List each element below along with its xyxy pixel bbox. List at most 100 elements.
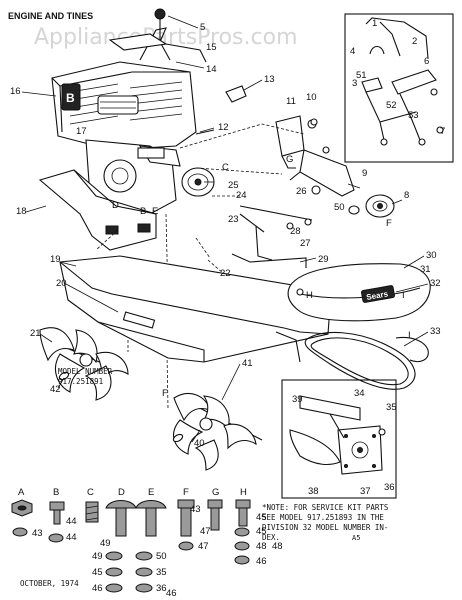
callout-2: 2 <box>412 36 417 47</box>
letter-tag: F <box>386 218 392 229</box>
callout-5: 5 <box>200 22 205 33</box>
drive-belts <box>304 331 429 390</box>
letter-tag: B <box>140 206 146 217</box>
leader-lines <box>21 15 429 443</box>
callout-43: 43 <box>190 504 201 515</box>
callout-27: 27 <box>300 238 311 249</box>
callout-3: 3 <box>352 78 357 89</box>
model-number-label: MODEL NUMBER <box>58 367 113 376</box>
callout-36: 36 <box>384 482 395 493</box>
callout-12: 12 <box>218 122 229 133</box>
hw-letter-g: G <box>212 487 219 498</box>
letter-tag: C <box>222 162 229 173</box>
callout-28: 28 <box>290 226 301 237</box>
tine-set-left <box>39 327 129 401</box>
note-line-3: DIVISION 32 MODEL NUMBER IN- <box>262 523 388 532</box>
note-suffix: A5 <box>352 534 360 542</box>
hw-letter-e: E <box>148 487 154 498</box>
callout-29: 29 <box>318 254 329 265</box>
callout-45: 45 <box>256 512 267 523</box>
callout-16: 16 <box>10 86 21 97</box>
callout-13: 13 <box>264 74 275 85</box>
tine-shield <box>59 255 331 363</box>
belt-guard: Sears <box>287 263 431 322</box>
callout-31: 31 <box>420 264 431 275</box>
inset-hub <box>281 379 397 499</box>
callout-49: 49 <box>100 538 111 549</box>
callout-6: 6 <box>424 56 429 67</box>
letter-tag: H <box>306 290 313 301</box>
letter-tag: I <box>402 290 405 301</box>
callout-34: 34 <box>354 388 365 399</box>
shield-badge: Sears <box>366 289 390 302</box>
callout-26: 26 <box>296 186 307 197</box>
callout-21: 21 <box>30 328 41 339</box>
callout-39: 39 <box>292 394 303 405</box>
hw-callout: 46 <box>92 583 103 594</box>
hw-callout: 36 <box>156 583 167 594</box>
engine-badge: B <box>66 91 75 105</box>
callout-24: 24 <box>236 190 247 201</box>
inset-linkage <box>344 13 454 163</box>
callout-4: 4 <box>350 46 355 57</box>
clip-13 <box>225 85 247 103</box>
letter-tag: E <box>152 206 158 217</box>
engine-assembly: B <box>51 8 207 215</box>
clip-42-b <box>172 433 184 443</box>
callout-48: 48 <box>272 541 283 552</box>
callout-38: 38 <box>308 486 319 497</box>
callout-20: 20 <box>56 278 67 289</box>
callout-47: 47 <box>200 526 211 537</box>
hw-letter-f: F <box>183 487 189 498</box>
letter-tag: D <box>112 200 119 211</box>
letter-tag: F <box>162 388 168 399</box>
callout-44: 44 <box>66 516 77 527</box>
engine-mount <box>38 169 157 251</box>
diagram-date: OCTOBER, 1974 <box>20 579 79 588</box>
callout-52: 52 <box>386 100 397 111</box>
note-line-2: SEE MODEL 917.251893 IN THE <box>262 513 384 522</box>
callout-46: 46 <box>166 588 177 599</box>
hardware-letters: A B C D E F G H <box>18 487 247 498</box>
hw-callout: 48 <box>256 541 267 552</box>
callout-32: 32 <box>430 278 441 289</box>
callout-41: 41 <box>242 358 253 369</box>
note-line-4: DEX. <box>262 533 280 542</box>
hw-letter-a: A <box>18 487 25 498</box>
callout-35: 35 <box>386 402 397 413</box>
callout-17: 17 <box>76 126 87 137</box>
hw-callout: 43 <box>32 528 43 539</box>
hw-callout: 35 <box>156 567 167 578</box>
callout-7: 7 <box>440 126 445 137</box>
callout-9: 9 <box>362 168 367 179</box>
hw-letter-d: D <box>118 487 125 498</box>
nut-26 <box>311 185 321 195</box>
callout-37: 37 <box>360 486 371 497</box>
callout-22: 22 <box>220 268 231 279</box>
tine-set-right <box>173 393 263 471</box>
section-title: ENGINE AND TINES <box>8 11 93 21</box>
bolt-12 <box>195 129 215 135</box>
callout-18: 18 <box>16 206 27 217</box>
callout-30: 30 <box>426 250 437 261</box>
part-callouts: 1 2 3 4 5 6 7 8 9 10 11 12 13 14 15 16 1… <box>10 18 445 599</box>
callout-1: 1 <box>372 18 377 29</box>
model-number-value: 917.251891 <box>58 377 103 386</box>
callout-8: 8 <box>404 190 409 201</box>
hw-callout: 49 <box>92 551 103 562</box>
callout-15: 15 <box>206 42 217 53</box>
letter-tags: C D E F G H I B F I <box>112 154 411 399</box>
callout-25: 25 <box>228 180 239 191</box>
hw-callout: 47 <box>198 541 209 552</box>
idler-pulley <box>348 194 395 218</box>
callout-42: 42 <box>50 384 61 395</box>
callout-33: 33 <box>430 326 441 337</box>
callout-14: 14 <box>206 64 217 75</box>
hardware-callouts: 43 44 49 45 46 50 35 36 47 45 48 46 <box>32 526 267 594</box>
callout-23: 23 <box>228 214 239 225</box>
callout-10: 10 <box>306 92 317 103</box>
washer-10 <box>310 118 318 126</box>
hw-callout: 50 <box>156 551 167 562</box>
